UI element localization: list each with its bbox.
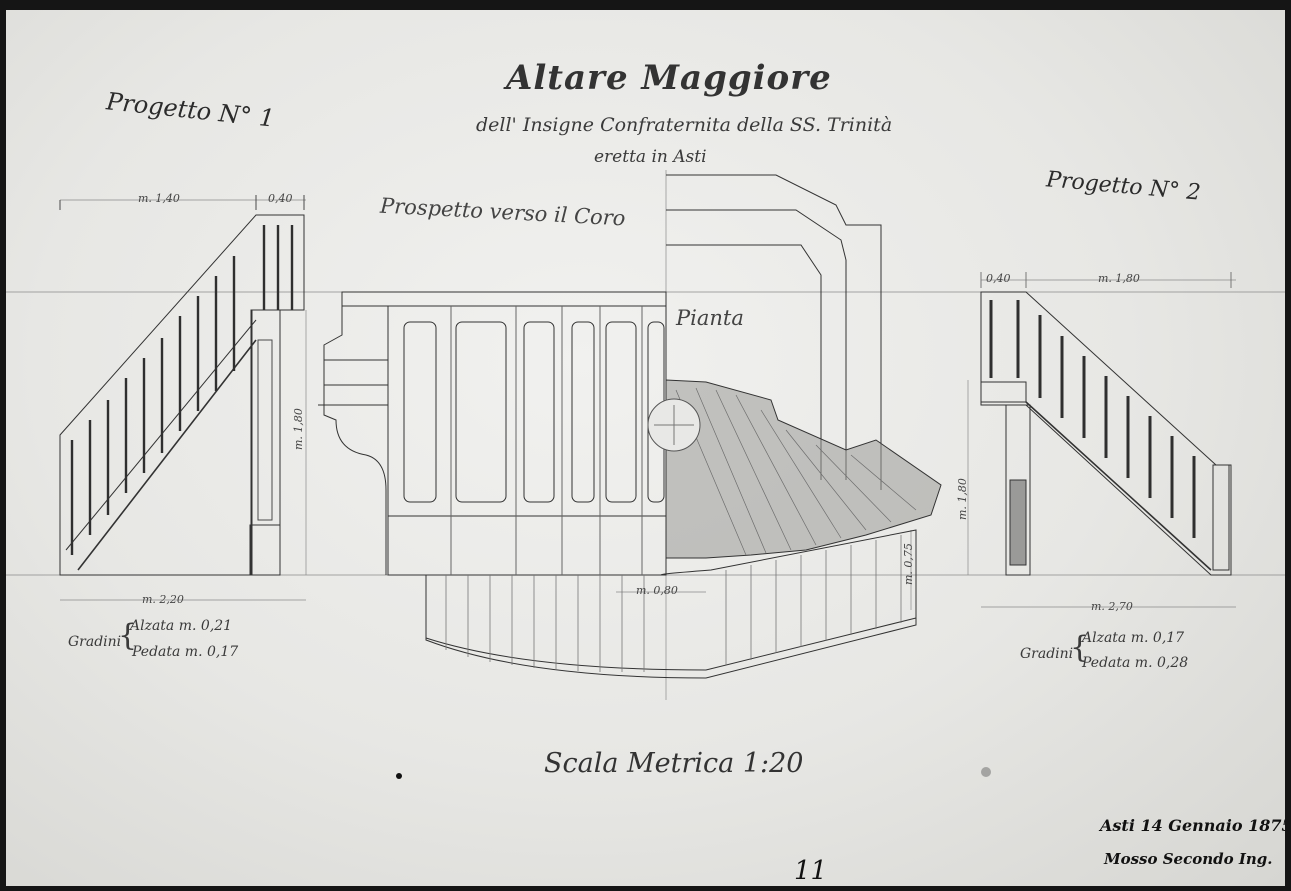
dim-right-top-width: m. 1,80	[1098, 272, 1140, 285]
dim-right-height: m. 1,80	[956, 478, 969, 520]
drawing-sheet: Altare Maggiore dell' Insigne Confratern…	[6, 10, 1285, 886]
signature-name: Mosso Secondo Ing.	[1104, 850, 1273, 868]
signature-place-date: Asti 14 Gennaio 1875	[1100, 816, 1285, 835]
steps-left-tread: Pedata m. 0,17	[132, 644, 239, 660]
right-staircase	[980, 272, 1232, 576]
dim-left-top-small: 0,40	[268, 192, 293, 205]
steps-left-rise: Alzata m. 0,21	[130, 618, 233, 634]
dim-right-top-small: 0,40	[986, 272, 1011, 285]
dim-right-bottom-width: m. 2,70	[1091, 600, 1133, 613]
dim-plan-width: m. 0,80	[636, 584, 678, 597]
scale-label: Scala Metrica 1:20	[544, 748, 804, 779]
brace-left: {	[118, 618, 138, 653]
altar-plan	[425, 174, 942, 679]
brace-right: {	[1070, 630, 1090, 665]
steps-right-tread: Pedata m. 0,28	[1082, 655, 1189, 671]
left-staircase	[59, 195, 305, 576]
steps-right-label: Gradini	[1020, 646, 1074, 662]
steps-right-rise: Alzata m. 0,17	[1082, 630, 1185, 646]
drawing-subtitle: dell' Insigne Confraternita della SS. Tr…	[476, 114, 893, 136]
drawing-subtitle-line2: eretta in Asti	[594, 147, 707, 167]
plan-label: Pianta	[676, 306, 744, 330]
page-number: 11	[794, 856, 828, 886]
architectural-drawing	[6, 170, 1285, 779]
dim-left-top-width: m. 1,40	[138, 192, 180, 205]
drawing-title: Altare Maggiore	[506, 58, 832, 98]
dim-left-height: m. 1,80	[292, 408, 305, 450]
dim-plan-height: m. 0,75	[902, 543, 915, 585]
dim-left-bottom-width: m. 2,20	[142, 593, 184, 606]
altar-elevation	[318, 291, 667, 576]
steps-left-label: Gradini	[68, 634, 122, 650]
ink-blot	[396, 773, 402, 779]
